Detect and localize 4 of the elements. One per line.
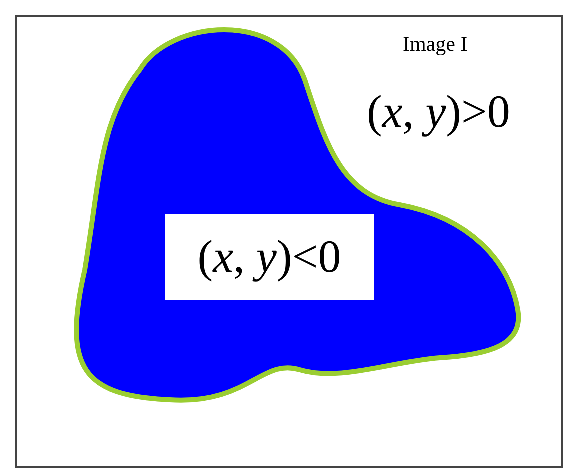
formula-label: (x, y)>0	[367, 85, 510, 138]
formula-label: (x, y)<0	[165, 214, 374, 300]
image-label: Image I	[403, 32, 468, 57]
image-frame	[15, 15, 563, 468]
